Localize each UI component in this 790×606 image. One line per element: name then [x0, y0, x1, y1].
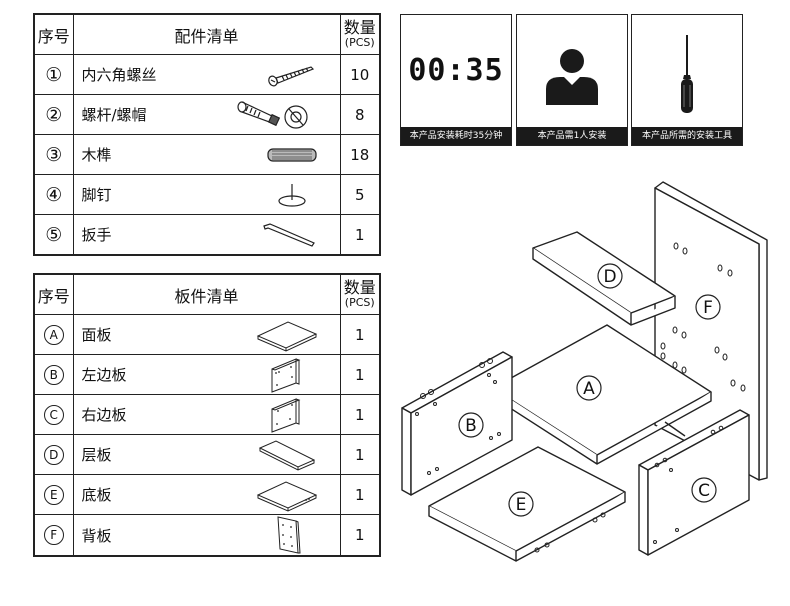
install-time-caption: 本产品安装耗时35分钟: [401, 127, 511, 145]
screwdriver-icon: [681, 35, 693, 113]
table-row: ③ 木榫 18: [33, 134, 381, 175]
qty-header-label: 数量: [343, 278, 376, 298]
part-qty: 1: [339, 314, 381, 355]
cam-bolt-icon: [236, 100, 308, 129]
dowel-icon: [266, 147, 317, 162]
part-name: 底板: [81, 486, 112, 504]
back-panel-icon: [276, 516, 301, 554]
table-row: ① 内六角螺丝 10: [33, 54, 381, 95]
hardware-qty-header: 数量 (PCS): [339, 13, 381, 55]
hardware-list-header: 配件清单: [72, 13, 341, 55]
right-side-panel-icon: [271, 397, 300, 433]
part-name: 背板: [81, 526, 112, 545]
board-table-header: 序号 板件清单 数量 (PCS): [33, 273, 381, 315]
row-index: D: [43, 444, 64, 465]
part-qty: 10: [339, 54, 381, 95]
part-name: 螺杆/螺帽: [81, 106, 147, 124]
part-qty: 1: [339, 434, 381, 475]
dowel-holes: [415, 242, 746, 553]
installers-badge: 本产品需1人安装: [516, 14, 628, 146]
label-a: A: [583, 379, 595, 399]
top-panel-icon: [256, 320, 317, 352]
installers-caption: 本产品需1人安装: [517, 127, 627, 145]
label-e: E: [516, 495, 527, 515]
label-b: B: [465, 416, 477, 436]
tool-badge: 本产品所需的安装工具: [631, 14, 743, 146]
part-name: 内六角螺丝: [81, 66, 157, 84]
person-icon: [546, 49, 598, 105]
table-row: ② 螺杆/螺帽 8: [33, 94, 381, 135]
part-name: 脚钉: [81, 186, 112, 204]
row-index: A: [43, 324, 64, 345]
left-side-panel-icon: [271, 357, 300, 393]
qty-header-unit: (PCS): [344, 36, 375, 50]
qty-header-label: 数量: [343, 18, 376, 38]
row-index: ④: [33, 174, 74, 215]
bottom-panel-icon: [256, 480, 317, 512]
part-name: 右边板: [81, 406, 127, 424]
hardware-index-header: 序号: [33, 13, 74, 55]
row-index: ③: [33, 134, 74, 175]
board-qty-header: 数量 (PCS): [339, 273, 381, 315]
row-index: F: [43, 525, 64, 545]
part-qty: 5: [339, 174, 381, 215]
board-list-header: 板件清单: [72, 273, 341, 315]
table-row: F 背板 1: [33, 514, 381, 557]
row-index: ①: [33, 54, 74, 95]
top-panel-a: [492, 324, 712, 465]
label-d: D: [603, 267, 616, 287]
allen-key-icon: [262, 222, 315, 247]
part-name: 扳手: [81, 226, 112, 244]
part-qty: 1: [339, 394, 381, 435]
part-name: 木榫: [81, 146, 112, 164]
install-time-badge: 00:35 本产品安装耗时35分钟: [400, 14, 512, 146]
table-row: ④ 脚钉 5: [33, 174, 381, 215]
row-index: ②: [33, 94, 74, 135]
foot-nail-icon: [277, 183, 306, 207]
part-qty: 1: [339, 354, 381, 395]
part-qty: 1: [339, 214, 381, 256]
label-f: F: [703, 298, 713, 318]
tool-caption: 本产品所需的安装工具: [632, 127, 742, 145]
part-name: 左边板: [81, 366, 127, 384]
hardware-table: 序号 配件清单 数量 (PCS) ① 内六角螺丝 10 ② 螺杆/螺帽: [33, 13, 381, 256]
screw-icon: [267, 65, 314, 86]
board-table: 序号 板件清单 数量 (PCS) A 面板 1 B 左边板: [33, 273, 381, 557]
part-qty: 8: [339, 94, 381, 135]
table-row: E 底板 1: [33, 474, 381, 515]
shelf-panel-icon: [258, 439, 315, 471]
row-index: ⑤: [33, 214, 74, 256]
part-qty: 1: [339, 514, 381, 557]
part-qty: 18: [339, 134, 381, 175]
assembly-diagram: D F A B E C: [401, 181, 768, 562]
row-index: E: [43, 484, 64, 505]
row-index: C: [43, 404, 64, 425]
install-time-display: 00:35: [408, 53, 504, 88]
row-index: B: [43, 364, 64, 385]
table-row: A 面板 1: [33, 314, 381, 355]
part-name: 层板: [81, 446, 112, 464]
qty-header-unit: (PCS): [344, 296, 375, 310]
board-index-header: 序号: [33, 273, 74, 315]
part-qty: 1: [339, 474, 381, 515]
table-row: B 左边板 1: [33, 354, 381, 395]
part-name: 面板: [81, 326, 112, 344]
hardware-table-header: 序号 配件清单 数量 (PCS): [33, 13, 381, 55]
table-row: C 右边板 1: [33, 394, 381, 435]
table-row: ⑤ 扳手 1: [33, 214, 381, 256]
label-c: C: [698, 481, 710, 501]
table-row: D 层板 1: [33, 434, 381, 475]
